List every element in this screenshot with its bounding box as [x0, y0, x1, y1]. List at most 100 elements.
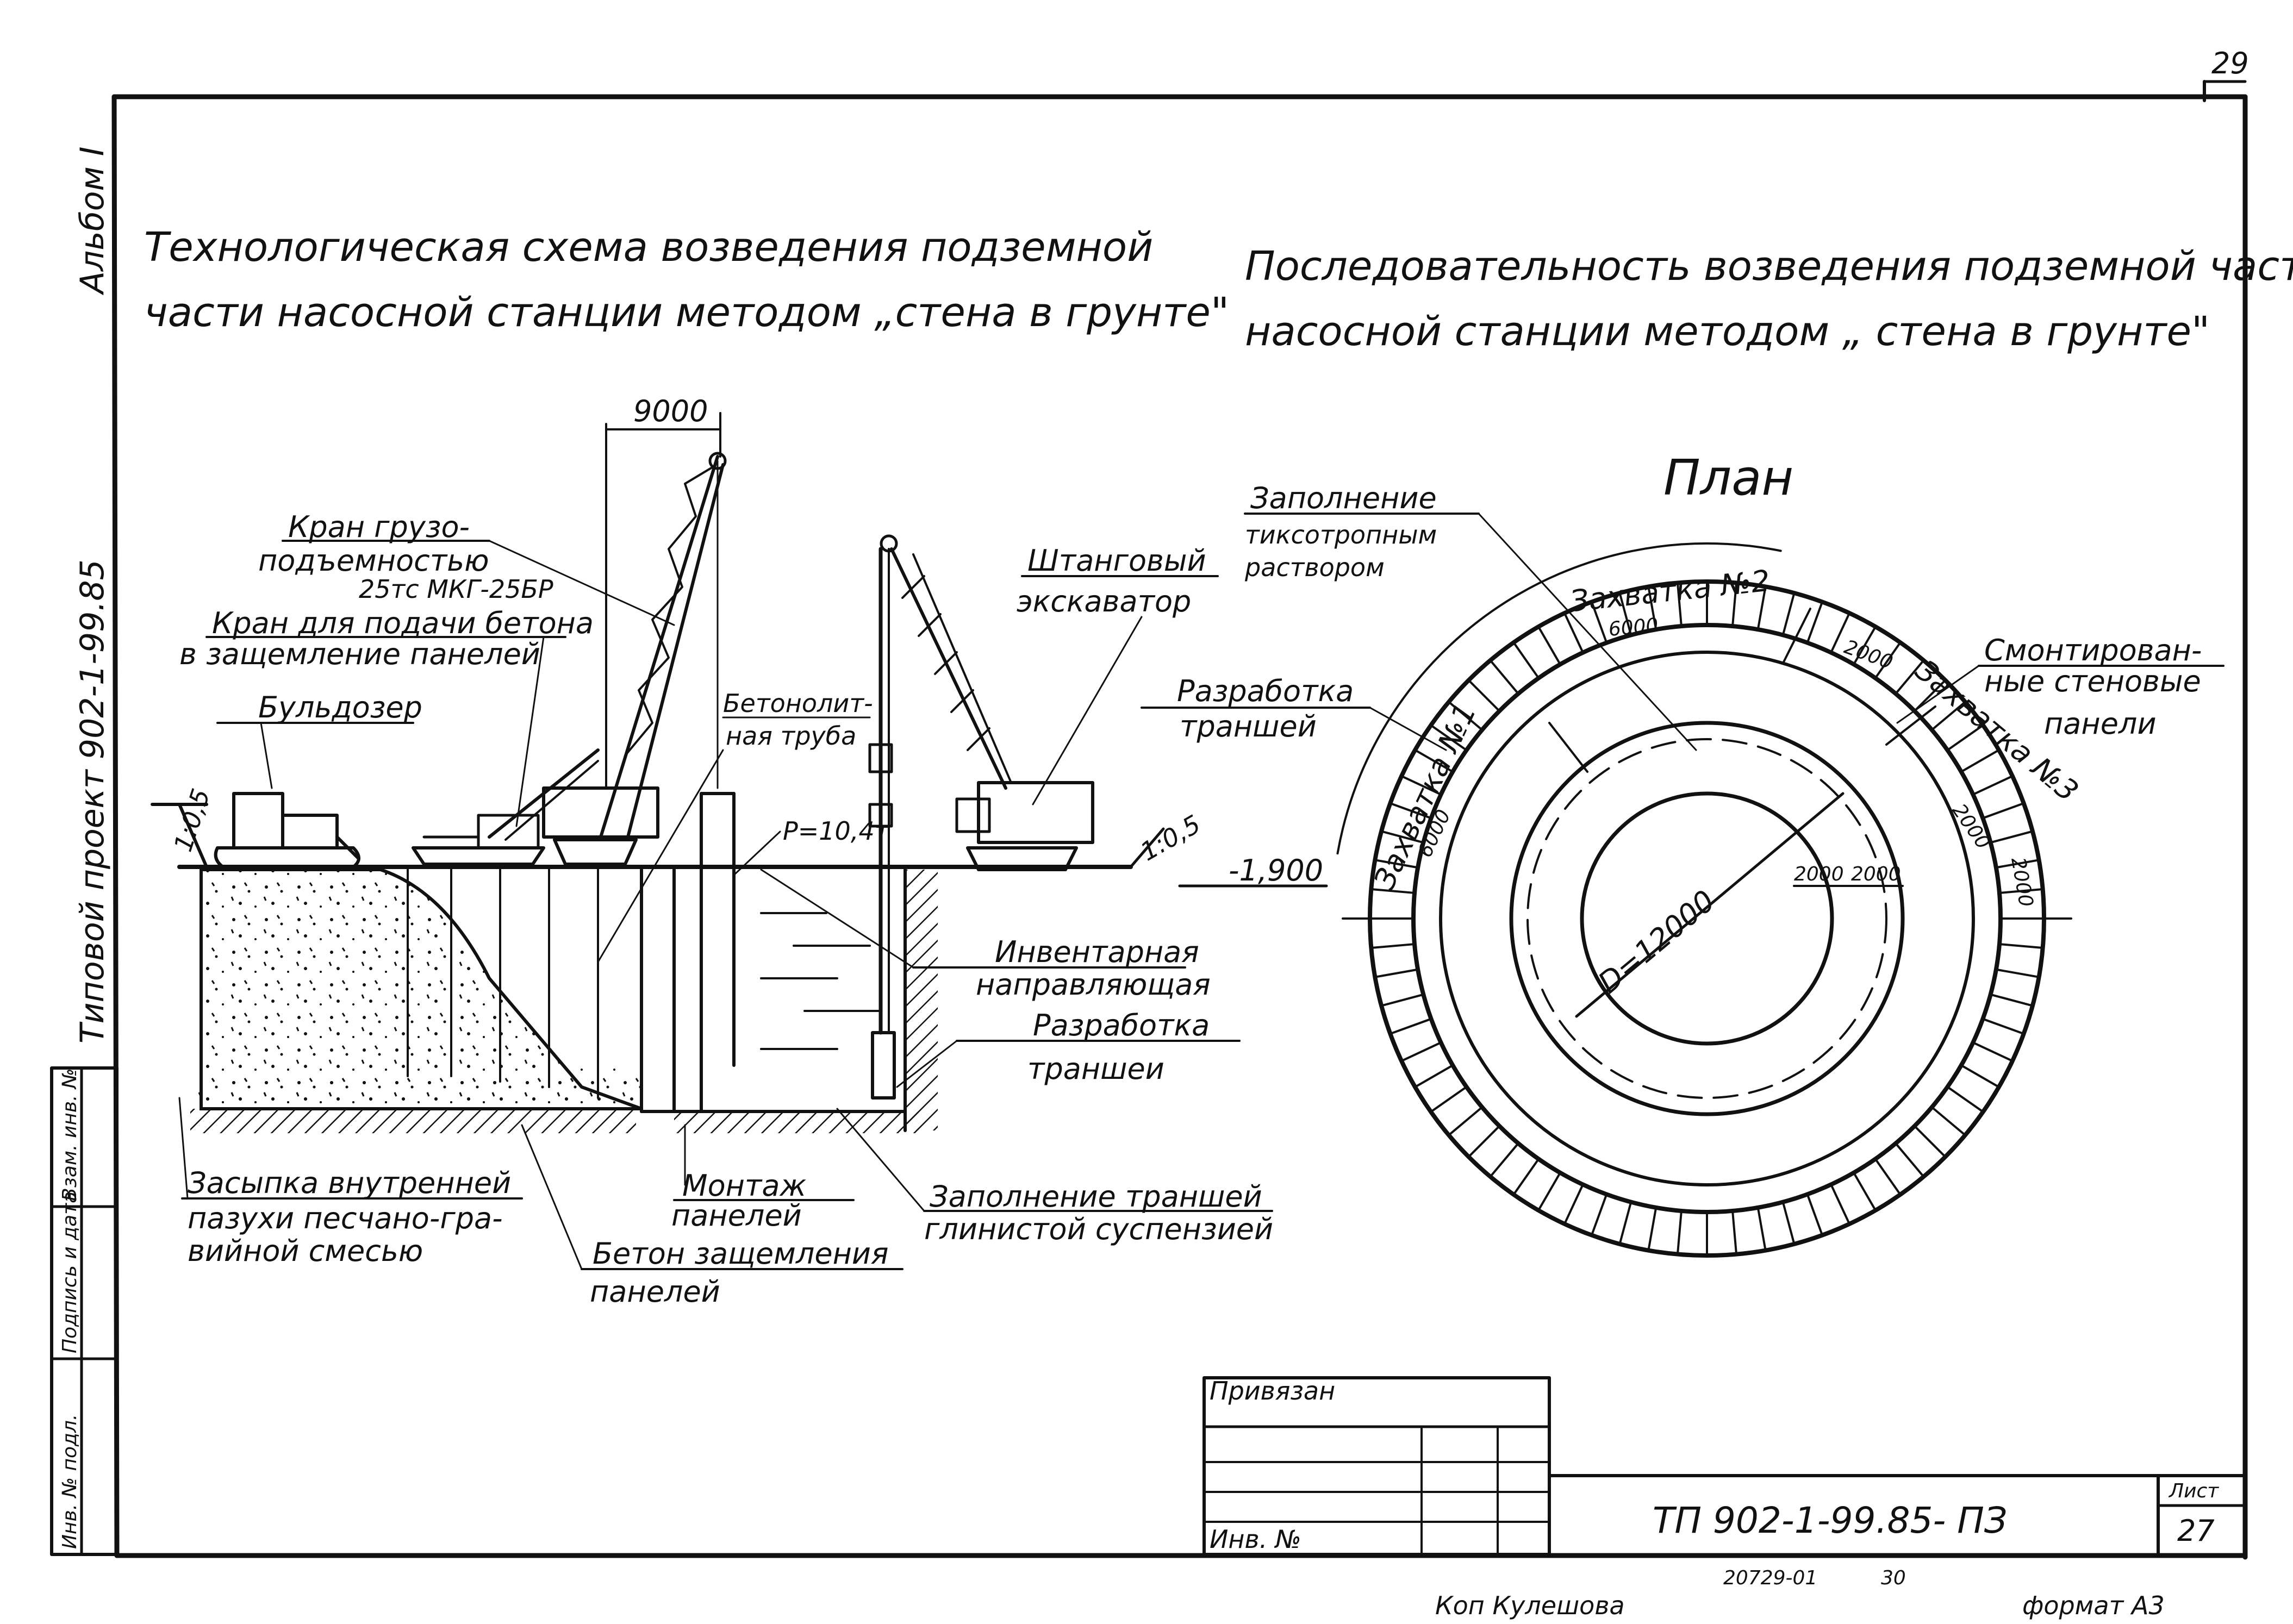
label-dim-2000-e: 2000 — [1851, 863, 1901, 885]
label-panel-mount-b: панелей — [671, 1198, 802, 1233]
panel-joint-tick — [1512, 1158, 1540, 1196]
plan-view — [1331, 542, 2083, 1295]
panel-joint-tick — [1947, 724, 1984, 751]
label-stage-2: Захватка №2 — [1568, 564, 1772, 619]
panel-joint-tick — [1489, 1142, 1519, 1178]
panel-joint-tick — [1931, 1106, 1966, 1136]
label-guide-a: Инвентарная — [995, 935, 1199, 969]
side-project: Типовой проект 902-1-99.85 — [73, 559, 111, 1044]
label-excavator-a: Штанговый — [1027, 544, 1206, 578]
plan-title: План — [1663, 449, 1793, 507]
panel-joint-tick — [1389, 1017, 1432, 1035]
panel-joint-tick — [1389, 802, 1432, 820]
label-diameter: D=12000 — [1592, 883, 1722, 1000]
right-title-line2: насосной станции методом „ стена в грунт… — [1245, 308, 2210, 355]
label-excavator-b: экскаватор — [1017, 584, 1191, 619]
label-dim-2000-d: 2000 — [1794, 863, 1844, 885]
stamp-order: 20729-01 — [1723, 1567, 1817, 1589]
side-album: Альбом I — [73, 147, 111, 296]
panel-joint-tick — [1972, 1041, 2013, 1062]
panel-joint-tick — [1874, 1158, 1902, 1196]
panel-joint-tick — [1781, 592, 1796, 635]
panel-joint-ticks — [1370, 582, 2044, 1256]
right-title-line1: Последовательность возведения подземной … — [1245, 243, 2293, 290]
label-fill-trench-a: Заполнение траншей — [930, 1179, 1262, 1214]
label-dim-6000-b: 6000 — [1607, 614, 1659, 641]
label-thixo-a: Заполнение — [1250, 481, 1437, 515]
label-trench-dev-2b: траншеи — [1027, 1052, 1164, 1086]
stamp-sheet-label: Лист — [2168, 1480, 2219, 1502]
label-guide-b: направляющая — [976, 967, 1211, 1002]
page-number: 29 — [2211, 46, 2249, 80]
panel-joint-tick — [1853, 1172, 1877, 1211]
panel-joint-tick — [1415, 1064, 1454, 1088]
bulldozer — [214, 792, 360, 869]
panel-joint-tick — [1512, 641, 1540, 679]
label-backfill-a: Засыпка внутренней — [188, 1166, 511, 1200]
panel-joint-tick — [1990, 993, 2033, 1007]
stamp-order-page: 30 — [1881, 1567, 1906, 1589]
panel-joint-tick — [1931, 701, 1966, 731]
cross-section: 9000 — [151, 394, 1328, 1133]
section-labels: Кран грузо- подъемностью 25тс МКГ-25БР К… — [168, 510, 1447, 1309]
side-stamp: Альбом I Типовой проект 902-1-99.85 Инв.… — [50, 147, 119, 1556]
panel-joint-tick — [1375, 968, 1418, 978]
label-trench-dev-1b: траншей — [1180, 709, 1317, 744]
label-pipe-b: ная труба — [726, 721, 856, 751]
panel-joint-tick — [1591, 1194, 1608, 1236]
label-crane-1a: Кран грузо- — [288, 510, 470, 544]
label-concrete-clamp-a: Бетон защемления — [593, 1236, 888, 1271]
side-col-inv: Инв. № подл. — [59, 1414, 81, 1549]
panel-joint-tick — [1448, 1106, 1483, 1136]
panel-joint-tick — [1947, 1086, 1984, 1113]
panel-joint-tick — [1830, 1184, 1850, 1225]
panel-joint-tick — [1895, 1142, 1925, 1178]
label-trench-dev-2a: Разработка — [1033, 1008, 1210, 1042]
panel-joint-tick — [1996, 968, 2039, 978]
panel-joint-tick — [1996, 859, 2039, 869]
label-crane-2a: Кран для подачи бетона — [212, 606, 594, 640]
small-crane — [412, 748, 600, 866]
panel-joint-tick — [1972, 775, 2013, 796]
label-slope-right: 1:0,5 — [1136, 809, 1206, 867]
panel-joint-tick — [1676, 1210, 1683, 1254]
panel-joint-tick — [1430, 1086, 1467, 1113]
panel-joint-tick — [1982, 1017, 2024, 1035]
wall-panels — [407, 792, 736, 1113]
panel-joint-tick — [1415, 749, 1454, 773]
panel-joint-tick — [1731, 1210, 1738, 1254]
panel-joint-tick — [1647, 586, 1658, 630]
panel-joint-tick — [1563, 613, 1584, 653]
panel-joint-tick — [1401, 775, 1442, 796]
label-fill-trench-b: глинистой суспензией — [924, 1212, 1273, 1246]
label-panels-a: Смонтирован- — [1984, 633, 2202, 667]
left-title-line1: Технологическая схема возведения подземн… — [144, 224, 1153, 271]
panel-joint-tick — [1537, 626, 1561, 665]
left-title-line2: части насосной станции методом „стена в … — [144, 289, 1229, 336]
panel-joint-tick — [1375, 859, 1418, 869]
footer-format: формат А3 — [2022, 1591, 2165, 1620]
panel-joint-tick — [1618, 1202, 1632, 1245]
label-crane-2b: в защемление панелей — [179, 637, 540, 671]
panel-joint-tick — [1563, 1184, 1584, 1225]
label-crane-1b: подъемностью — [258, 544, 489, 578]
label-bulldozer: Бульдозер — [258, 690, 422, 724]
stamp-inv: Инв. № — [1210, 1525, 1301, 1554]
panel-joint-tick — [1537, 1172, 1561, 1211]
panel-joint-tick — [1371, 943, 1415, 950]
label-thixo-c: раствором — [1244, 553, 1385, 582]
panel-joint-tick — [1960, 1064, 1999, 1088]
panel-joint-tick — [1489, 659, 1519, 695]
stamp-doc-code: ТП 902-1-99.85- ПЗ — [1653, 1500, 2007, 1541]
footer-copied: Коп Кулешова — [1435, 1591, 1625, 1620]
label-level: -1,900 — [1229, 853, 1323, 888]
panel-joint-tick — [1756, 586, 1767, 630]
panel-joint-tick — [1960, 749, 1999, 773]
panel-joint-tick — [1381, 830, 1424, 844]
panel-joint-tick — [1468, 1125, 1500, 1158]
label-pipe-a: Бетонолит- — [723, 689, 873, 718]
slurry-lines — [760, 912, 882, 1050]
panel-joint-tick — [1806, 601, 1823, 644]
backfill-mound — [200, 868, 643, 1110]
